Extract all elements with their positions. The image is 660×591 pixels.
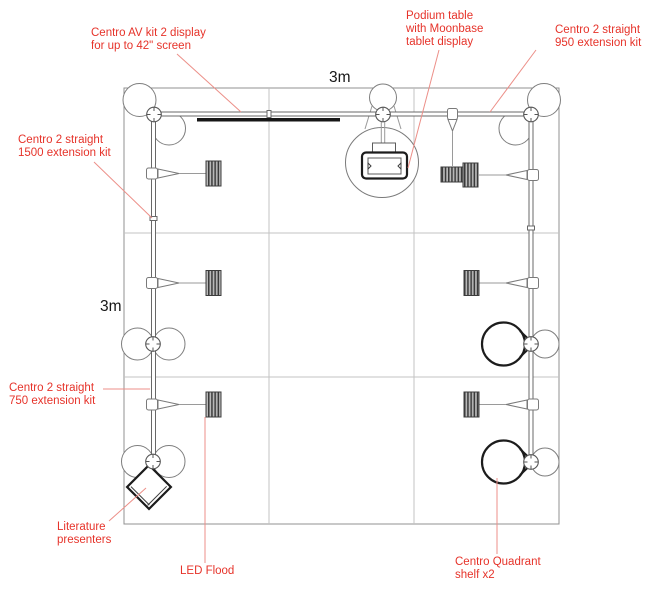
label-line: with Moonbase <box>406 23 484 35</box>
hub <box>523 336 539 352</box>
led-flood-hanging <box>440 108 539 188</box>
label-line: Centro 2 straight <box>9 382 95 394</box>
flood-cone <box>505 277 528 289</box>
label-quadrant: Centro Quadrant shelf x2 <box>455 556 541 582</box>
flood-cone <box>157 277 180 289</box>
flood-cone <box>157 168 180 179</box>
wall-joint-top <box>266 110 272 118</box>
label-line: Centro 2 straight <box>18 134 104 146</box>
label-line: Centro 2 straight <box>555 24 641 36</box>
label-ext750: Centro 2 straight 750 extension kit <box>9 382 95 408</box>
leader-literature <box>108 487 147 522</box>
flood-cone <box>157 399 180 410</box>
hub <box>145 453 161 470</box>
podium-neck-left <box>364 105 373 130</box>
label-ext1500: Centro 2 straight 1500 extension kit <box>18 134 111 160</box>
label-led-flood: LED Flood <box>180 565 234 578</box>
label-line: 750 extension kit <box>9 395 96 407</box>
led-flood-icon <box>205 391 222 418</box>
hub <box>375 106 391 123</box>
tablet-notch-left <box>367 161 372 171</box>
hub <box>523 454 539 470</box>
dimension-left: 3m <box>100 298 122 315</box>
av-screen-bar <box>197 118 340 122</box>
tablet-screen <box>367 157 402 175</box>
label-line: 1500 extension kit <box>18 147 111 159</box>
leader-podium <box>407 49 440 169</box>
led-flood-left-mid <box>146 270 222 296</box>
led-flood-icon <box>463 270 480 296</box>
literature-presenter <box>125 463 173 511</box>
hub <box>145 336 161 352</box>
wall-joint-right <box>527 225 535 231</box>
leader-ext1500 <box>93 161 153 219</box>
quadrant-shelf-icon <box>480 321 527 367</box>
led-flood-left-bottom <box>146 391 222 418</box>
label-line: Literature <box>57 521 106 533</box>
top-right-lobe-outer <box>527 83 561 117</box>
flood-bracket <box>527 398 539 411</box>
presenter-inner-edge-2 <box>130 486 150 506</box>
flood-bracket <box>527 277 539 289</box>
label-line: tablet display <box>406 36 474 48</box>
corner-lobes <box>121 83 561 478</box>
label-line: Centro AV kit 2 display <box>91 27 206 39</box>
led-flood-icon <box>205 160 222 187</box>
label-av-kit: Centro AV kit 2 display for up to 42" sc… <box>91 27 206 53</box>
flood-cone <box>447 119 458 133</box>
label-line: Podium table <box>406 10 474 22</box>
wall-joint-left <box>149 216 158 221</box>
top-left-lobe-outer <box>122 83 157 117</box>
led-flood-right-mid <box>463 270 539 296</box>
podium-neck-right <box>393 105 402 130</box>
led-flood-icon <box>462 162 479 188</box>
label-literature: Literature presenters <box>57 521 111 547</box>
flood-bracket <box>146 277 158 289</box>
flood-cone <box>505 169 528 181</box>
tablet-notch-right <box>397 161 402 171</box>
flood-bracket <box>447 108 458 120</box>
hub <box>523 106 539 123</box>
wall-top <box>156 111 532 117</box>
booth-floor-outline <box>123 87 560 525</box>
label-line: presenters <box>57 534 112 546</box>
annotation-leaders <box>93 49 537 563</box>
leader-av-kit <box>176 53 242 113</box>
label-ext950: Centro 2 straight 950 extension kit <box>555 24 641 50</box>
flood-bracket <box>527 169 539 181</box>
leader-ext950 <box>489 49 537 113</box>
led-flood-icon <box>205 270 222 296</box>
dimension-top: 3m <box>329 69 351 86</box>
led-flood-right-bottom <box>463 391 539 418</box>
presenter-inner-edge-1 <box>147 485 168 506</box>
label-line: 950 extension kit <box>555 37 642 49</box>
label-podium: Podium table with Moonbase tablet displa… <box>406 10 483 49</box>
flood-bracket <box>146 167 158 180</box>
label-line: LED Flood <box>180 565 235 577</box>
label-line: Centro Quadrant <box>455 556 541 568</box>
led-flood-barrel <box>440 166 464 183</box>
label-line: for up to 42" screen <box>91 40 191 52</box>
frame-hubs <box>145 106 539 470</box>
led-flood-icon <box>463 391 480 418</box>
label-line: shelf x2 <box>455 569 495 581</box>
flood-bracket <box>146 398 158 411</box>
moonbase-tablet-display <box>360 121 409 180</box>
quadrant-shelf-icon <box>480 439 527 485</box>
flood-cone <box>505 399 528 410</box>
led-flood-left-top <box>146 160 222 187</box>
literature-presenter-icon <box>125 463 173 511</box>
hub <box>146 106 162 123</box>
quadrant-shelf-mid <box>480 321 531 367</box>
quadrant-shelf-bottom <box>480 439 531 485</box>
